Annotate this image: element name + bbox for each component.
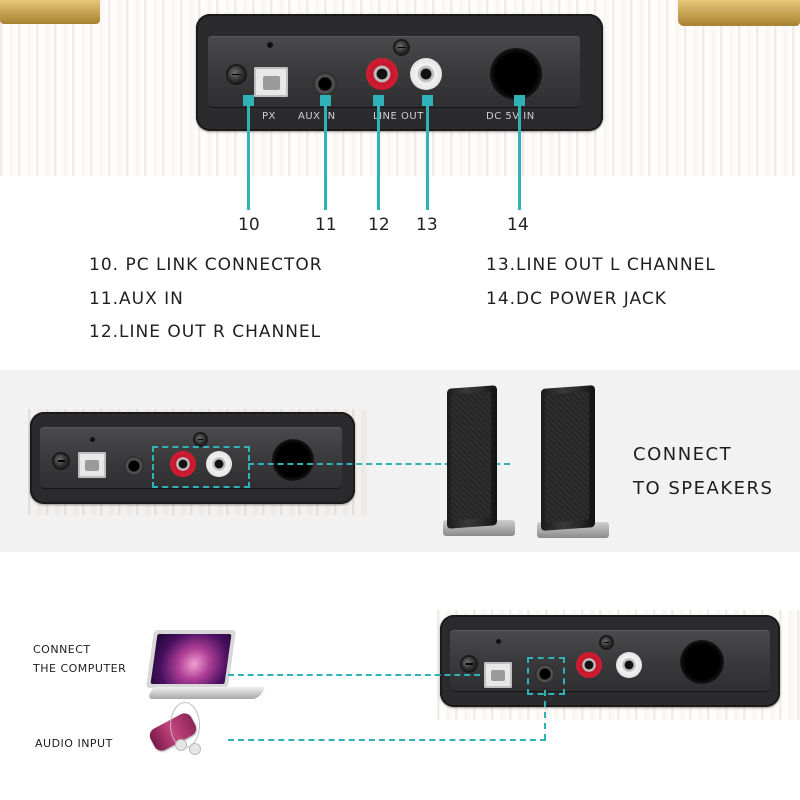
aux-jack-icon[interactable] bbox=[313, 72, 337, 96]
number-13: 13 bbox=[416, 215, 438, 235]
rca-white-icon[interactable] bbox=[616, 652, 642, 678]
indicator-hole bbox=[496, 639, 501, 644]
marker-10 bbox=[243, 95, 254, 106]
audio-connection-line-h bbox=[228, 739, 546, 741]
caption-connect-computer-1: CONNECT bbox=[33, 643, 91, 656]
leader-10 bbox=[247, 104, 250, 210]
usb-b-port-icon[interactable] bbox=[254, 67, 288, 97]
caption-connect-computer-2: THE COMPUTER bbox=[33, 662, 127, 675]
label-line-out: LINE OUT bbox=[373, 111, 424, 122]
laptop-icon bbox=[144, 630, 266, 702]
audio-connection-line-v bbox=[544, 690, 546, 740]
dc-jack-icon[interactable] bbox=[680, 640, 724, 684]
marker-11 bbox=[320, 95, 331, 106]
leader-12 bbox=[377, 104, 380, 210]
screw-icon bbox=[54, 454, 68, 468]
back-panel-bottom bbox=[440, 615, 780, 707]
desc-11: 11.AUX IN bbox=[89, 289, 184, 309]
desc-14: 14.DC POWER JACK bbox=[486, 289, 667, 309]
leader-13 bbox=[426, 104, 429, 210]
marker-14 bbox=[514, 95, 525, 106]
usb-b-port-icon[interactable] bbox=[78, 452, 106, 478]
laptop-base bbox=[146, 687, 266, 699]
earphone-bud bbox=[190, 744, 200, 754]
caption-to-speakers: TO SPEAKERS bbox=[633, 478, 774, 499]
number-11: 11 bbox=[315, 215, 337, 235]
desc-12: 12.LINE OUT R CHANNEL bbox=[89, 322, 322, 342]
computer-connection-line bbox=[228, 674, 480, 676]
earphone-bud bbox=[176, 740, 186, 750]
screw-icon bbox=[195, 434, 206, 445]
hinge-left bbox=[0, 0, 100, 24]
rca-highlight-box bbox=[152, 446, 250, 488]
dc-jack-icon[interactable] bbox=[272, 439, 314, 481]
rca-white-icon[interactable] bbox=[410, 58, 442, 90]
leader-11 bbox=[324, 104, 327, 210]
aux-jack-icon[interactable] bbox=[124, 456, 144, 476]
label-dc-in: DC 5V IN bbox=[486, 111, 535, 122]
indicator-hole bbox=[267, 42, 273, 48]
rca-white-icon[interactable] bbox=[206, 451, 232, 477]
speaker-icon bbox=[541, 385, 595, 531]
dc-jack-icon[interactable] bbox=[490, 48, 542, 100]
desc-10: 10. PC LINK CONNECTOR bbox=[89, 255, 323, 275]
number-12: 12 bbox=[368, 215, 390, 235]
leader-14 bbox=[518, 104, 521, 210]
label-px: PX bbox=[262, 111, 276, 122]
number-14: 14 bbox=[507, 215, 529, 235]
hinge-right bbox=[678, 0, 800, 26]
speaker-icon bbox=[447, 385, 497, 529]
rca-red-icon[interactable] bbox=[366, 58, 398, 90]
indicator-hole bbox=[90, 437, 95, 442]
speaker-connection-line bbox=[248, 463, 510, 465]
number-10: 10 bbox=[238, 215, 260, 235]
label-aux-in: AUX IN bbox=[298, 111, 336, 122]
speaker-grille bbox=[451, 391, 491, 521]
rca-red-icon[interactable] bbox=[170, 451, 196, 477]
screw-icon bbox=[462, 657, 476, 671]
laptop-screen bbox=[145, 630, 237, 688]
rca-red-icon[interactable] bbox=[576, 652, 602, 678]
marker-12 bbox=[373, 95, 384, 106]
screw-icon bbox=[395, 41, 408, 54]
caption-connect: CONNECT bbox=[633, 444, 733, 465]
marker-13 bbox=[422, 95, 433, 106]
usb-b-port-icon[interactable] bbox=[484, 662, 512, 688]
aux-jack-icon[interactable] bbox=[535, 664, 555, 684]
caption-audio-input: AUDIO INPUT bbox=[35, 737, 113, 750]
speaker-grille bbox=[545, 391, 589, 523]
screw-icon bbox=[601, 637, 612, 648]
back-panel-top: PX AUX IN LINE OUT DC 5V IN bbox=[196, 14, 603, 131]
aux-highlight-box bbox=[527, 657, 565, 695]
screw-icon bbox=[228, 66, 245, 83]
laptop-wallpaper bbox=[150, 634, 232, 684]
desc-13: 13.LINE OUT L CHANNEL bbox=[486, 255, 716, 275]
back-panel-middle bbox=[30, 412, 355, 504]
